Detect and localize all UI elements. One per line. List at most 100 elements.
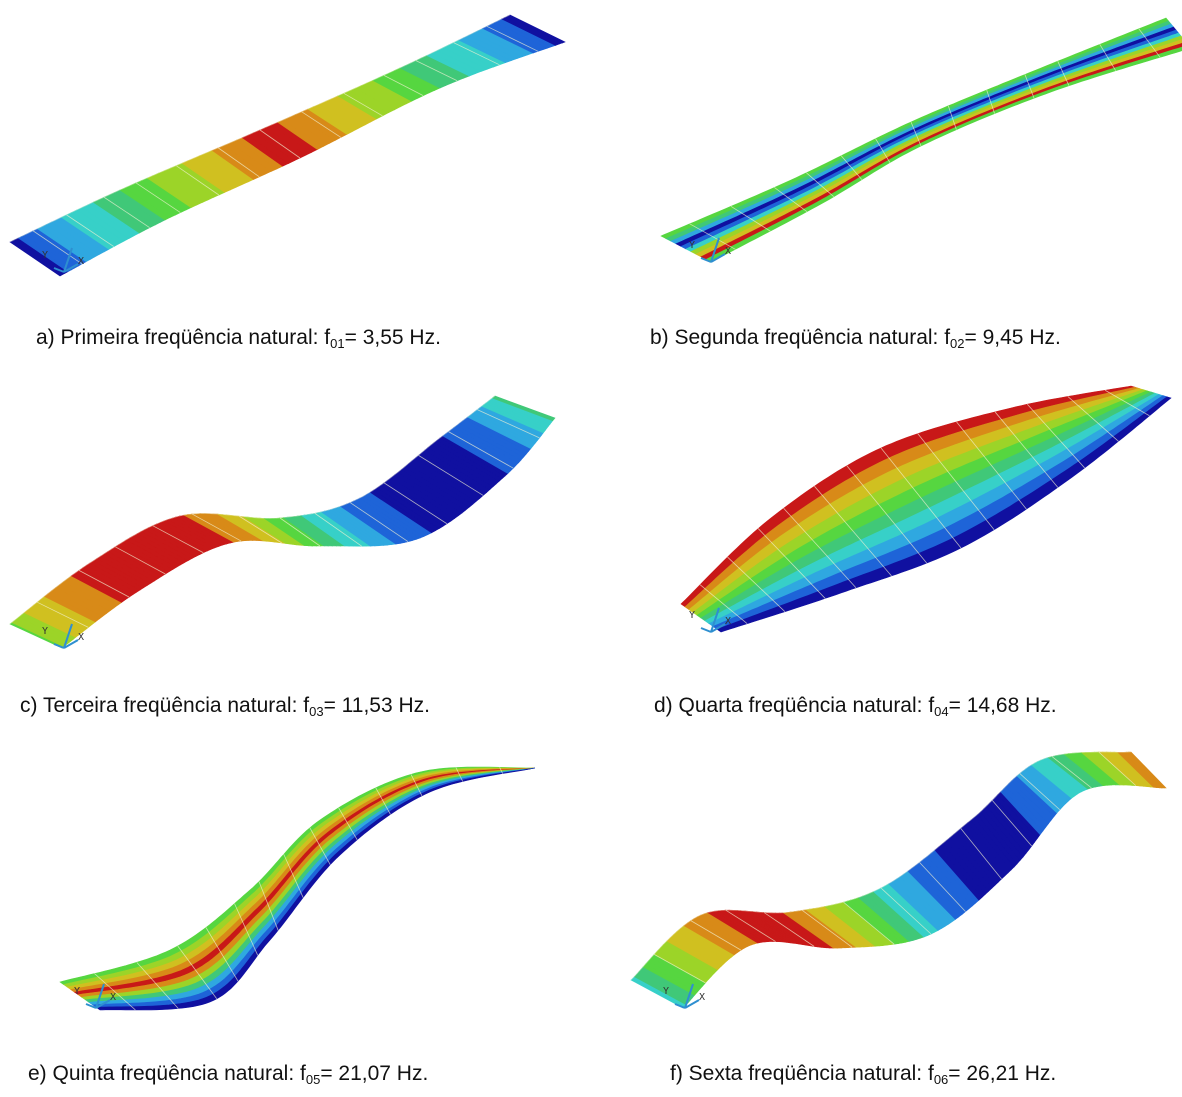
mesh-line [103, 196, 150, 229]
mode-shape-plot-f: YX [630, 751, 1167, 1009]
mesh-line [455, 767, 464, 782]
triad-axis [63, 639, 79, 649]
mesh-line [78, 570, 130, 598]
triad-axis [63, 247, 73, 273]
mesh-line [1104, 389, 1150, 417]
triad-axis [674, 1003, 686, 1009]
mesh-line [314, 512, 362, 547]
panel-c-mesh-lines [36, 409, 540, 628]
mesh-line [960, 828, 1002, 880]
mesh-line [1024, 74, 1035, 99]
contour-band [716, 396, 1172, 633]
axis-label-x: X [78, 256, 84, 267]
plate-edge [9, 14, 511, 243]
mesh-line [191, 513, 242, 542]
mesh-line [383, 482, 448, 525]
mesh-line [448, 431, 514, 469]
mesh-line [1057, 61, 1070, 86]
mesh-line [309, 827, 331, 865]
triad-axis [95, 999, 111, 1009]
mesh-line [991, 800, 1032, 847]
caption-e-sub: 05 [305, 1072, 321, 1087]
panel-f-axis-triad-icon: YX [663, 983, 705, 1009]
caption-e-text: e) Quinta freqüência natural: f [28, 1062, 306, 1085]
triad-axis [63, 623, 73, 649]
caption-d: d) Quarta freqüência natural: f04= 14,68… [654, 694, 1057, 718]
mesh-line [36, 601, 89, 628]
caption-a-sub: 01 [330, 336, 345, 351]
axis-label-x: X [699, 992, 705, 1003]
mode-shape-plot-a: YX [9, 14, 566, 277]
mesh-line [653, 954, 706, 984]
mesh-line [415, 60, 458, 82]
mesh-line [919, 862, 966, 912]
mesh-line [239, 515, 283, 544]
caption-d-sub: 04 [934, 704, 949, 719]
mesh-line [135, 182, 181, 213]
mesh-line [730, 205, 771, 232]
mesh-line [956, 421, 1027, 510]
caption-f-text: f) Sexta freqüência natural: f [670, 1062, 934, 1085]
mesh-line [1027, 403, 1085, 469]
axis-label-y: Y [663, 986, 669, 997]
mesh-line [349, 502, 409, 542]
mode-shape-plot-e: YX [59, 766, 536, 1011]
mesh-line [301, 111, 342, 138]
caption-d-value: = 14,68 Hz. [948, 694, 1057, 717]
axis-label-y: Y [42, 250, 48, 261]
caption-e: e) Quinta freqüência natural: f05= 21,07… [28, 1062, 428, 1086]
axis-label-x: X [78, 632, 84, 643]
caption-b: b) Segunda freqüência natural: f02= 9,45… [650, 326, 1061, 350]
mesh-line [383, 74, 424, 97]
mesh-line [757, 528, 826, 599]
mesh-line [846, 465, 928, 564]
mesh-line [375, 787, 391, 815]
contour-band [704, 392, 1160, 624]
mesh-line [205, 927, 239, 982]
contour-band [705, 46, 1182, 263]
axis-label-y: Y [42, 626, 48, 637]
mesh-line [986, 89, 995, 114]
triad-axis [85, 1003, 97, 1009]
triad-axis [710, 623, 726, 633]
triad-axis [684, 983, 694, 1009]
axis-label-x: X [725, 616, 731, 627]
mesh-line [1051, 756, 1092, 789]
panel-f-mesh-lines [653, 751, 1137, 984]
mesh-line [94, 973, 136, 1011]
mesh-line [774, 187, 808, 212]
panel-e-contour-bands [59, 766, 536, 1011]
triad-axis [710, 607, 720, 633]
mesh-line [690, 920, 742, 951]
panel-a-axis-triad-icon: YX [42, 247, 84, 273]
mesh-line [418, 455, 484, 496]
panel-a-mesh-lines [32, 25, 539, 265]
mesh-line [699, 584, 748, 624]
mesh-line [994, 411, 1059, 488]
caption-f-sub: 06 [933, 1072, 949, 1087]
mesh-line [1138, 28, 1161, 58]
mesh-line [1067, 396, 1119, 442]
mesh-line [802, 909, 853, 948]
mesh-line [234, 903, 259, 956]
panel-d-axis-triad-icon: YX [689, 607, 731, 633]
mesh-line [947, 105, 957, 130]
mesh-line [177, 945, 218, 1000]
plate-edge [630, 751, 1132, 981]
mesh-line [283, 854, 304, 898]
caption-a: a) Primeira freqüência natural: f01= 3,5… [36, 326, 441, 350]
mesh-line [917, 433, 995, 530]
mesh-line [806, 172, 835, 198]
panel-c-axis-triad-icon: YX [42, 623, 84, 649]
mesh-line [343, 92, 383, 117]
mesh-line [875, 138, 891, 163]
mesh-line [725, 909, 776, 942]
caption-c: c) Terceira freqüência natural: f03= 11,… [20, 694, 430, 718]
triad-axis [63, 263, 79, 273]
mesh-line [783, 508, 857, 589]
